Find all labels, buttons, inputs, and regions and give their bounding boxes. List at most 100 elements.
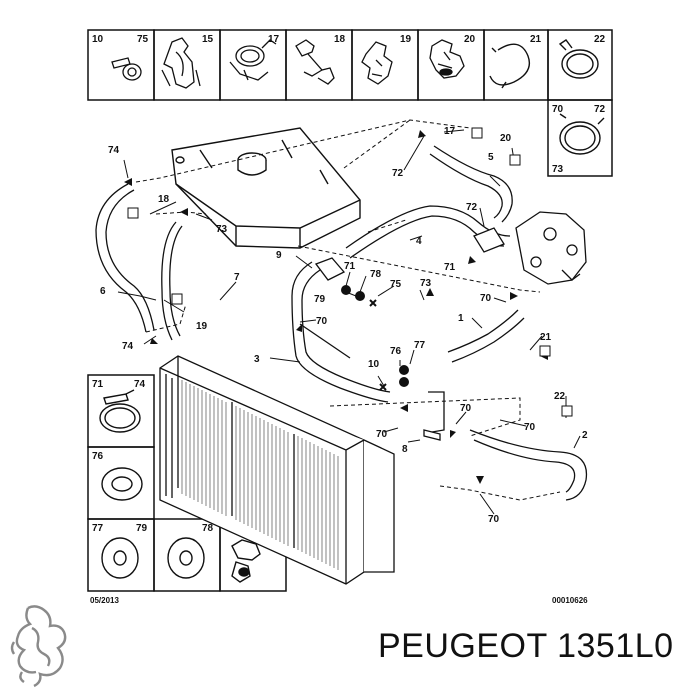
callout-70[interactable]: 70	[480, 293, 492, 304]
part-box-20[interactable]: 20	[429, 34, 476, 79]
washer-icon	[167, 537, 205, 579]
part-box-label: 17	[268, 34, 280, 45]
callout-20[interactable]: 20	[500, 133, 512, 144]
part-box-label: 15	[202, 34, 214, 45]
callout-74-b[interactable]: 74	[122, 341, 134, 352]
part-box-label: 73	[552, 164, 564, 175]
part-box-label: 19	[400, 34, 412, 45]
bracket-9	[314, 257, 346, 281]
callout-4[interactable]: 4	[416, 236, 422, 247]
part-box-label: 70	[552, 104, 564, 115]
part-box-label: 71	[92, 379, 104, 390]
bracket-clip-icon	[295, 39, 335, 85]
part-box-10-75[interactable]: 10 75	[92, 34, 149, 81]
part-box-label: 75	[137, 34, 149, 45]
callout-box	[471, 127, 483, 139]
part-box-label: 10	[92, 34, 104, 45]
plug-icon	[111, 57, 142, 81]
callout-77[interactable]: 77	[414, 340, 426, 351]
callout-box	[561, 405, 573, 417]
part-box-label: 79	[136, 523, 148, 534]
callout-72-b[interactable]: 72	[466, 202, 478, 213]
callout-10[interactable]: 10	[368, 359, 380, 370]
part-box-label: 74	[134, 379, 146, 390]
part-box-22[interactable]: 22	[558, 34, 606, 79]
part-box-77-79[interactable]: 77 79	[92, 523, 148, 579]
part-box-label: 77	[92, 523, 104, 534]
spring-clip-icon	[489, 43, 531, 89]
callout-79[interactable]: 79	[314, 294, 326, 305]
expansion-tank	[171, 127, 361, 249]
callout-76[interactable]: 76	[390, 346, 402, 357]
callout-72[interactable]: 72	[392, 168, 404, 179]
clamp-ring-icon	[229, 39, 277, 81]
radiator	[159, 355, 395, 585]
brand-part-number: PEUGEOT 1351L0	[378, 627, 674, 666]
callout-74[interactable]: 74	[108, 145, 120, 156]
part-box-label: 72	[594, 104, 606, 115]
callout-75[interactable]: 75	[390, 279, 402, 290]
callout-3[interactable]: 3	[254, 354, 260, 365]
callout-73[interactable]: 73	[216, 224, 228, 235]
callout-box	[171, 293, 183, 305]
callout-1[interactable]: 1	[458, 313, 464, 324]
callout-box	[539, 345, 551, 357]
callout-71-b[interactable]: 71	[344, 261, 356, 272]
o-ring-icon	[101, 467, 143, 501]
hoses	[95, 145, 588, 501]
screw-clamp-icon	[99, 389, 141, 433]
callout-7[interactable]: 7	[234, 272, 240, 283]
leader-lines	[117, 129, 581, 515]
callout-70-e[interactable]: 70	[524, 422, 536, 433]
peugeot-lion-logo-icon	[10, 605, 67, 688]
callout-73-b[interactable]: 73	[420, 278, 432, 289]
callout-18[interactable]: 18	[158, 194, 170, 205]
callout-17[interactable]: 17	[444, 126, 456, 137]
diagram-date: 05/2013	[90, 596, 119, 605]
callout-2[interactable]: 2	[582, 430, 588, 441]
top-parts-row	[87, 29, 613, 177]
part-box-label: 22	[594, 34, 606, 45]
callout-5[interactable]: 5	[488, 152, 494, 163]
diagram-reference: 00010626	[552, 596, 588, 605]
part-box-label: 21	[530, 34, 542, 45]
part-box-15[interactable]: 15	[161, 34, 214, 89]
part-box-70-72-73[interactable]: 70 72 73	[552, 104, 606, 175]
mounting-bracket-icon	[361, 41, 393, 85]
thermostat-housing	[473, 211, 587, 285]
part-box-label: 78	[202, 523, 214, 534]
part-box-label: 18	[334, 34, 346, 45]
part-box-21[interactable]: 21	[489, 34, 542, 89]
callout-9[interactable]: 9	[276, 250, 282, 261]
seal-ring-icon	[101, 537, 139, 579]
hose-clamp-icon	[558, 39, 599, 79]
hose-clip-icon	[429, 39, 465, 79]
part-box-label: 20	[464, 34, 476, 45]
part-box-78[interactable]: 78	[167, 523, 214, 579]
part-box-17[interactable]: 17	[229, 34, 280, 81]
callout-box	[127, 207, 139, 219]
part-box-18[interactable]: 18	[295, 34, 346, 85]
callout-21[interactable]: 21	[540, 332, 552, 343]
callout-70-c[interactable]: 70	[460, 403, 472, 414]
part-box-19[interactable]: 19	[361, 34, 412, 85]
hose-bracket-icon	[161, 37, 201, 89]
callout-70-f[interactable]: 70	[488, 514, 500, 525]
part-box-76[interactable]: 76	[92, 451, 143, 501]
callout-71[interactable]: 71	[444, 262, 456, 273]
callout-8[interactable]: 8	[402, 444, 408, 455]
callouts: 74 18 73 17 20 72 5 72 4 71 9 71 78 75 7…	[100, 126, 588, 525]
callout-22[interactable]: 22	[554, 391, 566, 402]
part-number: 1351L0	[557, 627, 674, 665]
callout-70-b[interactable]: 70	[316, 316, 328, 327]
bleed-screw-icon	[231, 539, 261, 583]
arrows	[124, 130, 548, 484]
callout-70-d[interactable]: 70	[376, 429, 388, 440]
part-box-71-74[interactable]: 71 74	[92, 379, 146, 433]
callout-78[interactable]: 78	[370, 269, 382, 280]
callout-6[interactable]: 6	[100, 286, 106, 297]
callout-19[interactable]: 19	[196, 321, 208, 332]
radiator-fins	[181, 380, 339, 570]
brand-make: PEUGEOT	[378, 627, 548, 665]
